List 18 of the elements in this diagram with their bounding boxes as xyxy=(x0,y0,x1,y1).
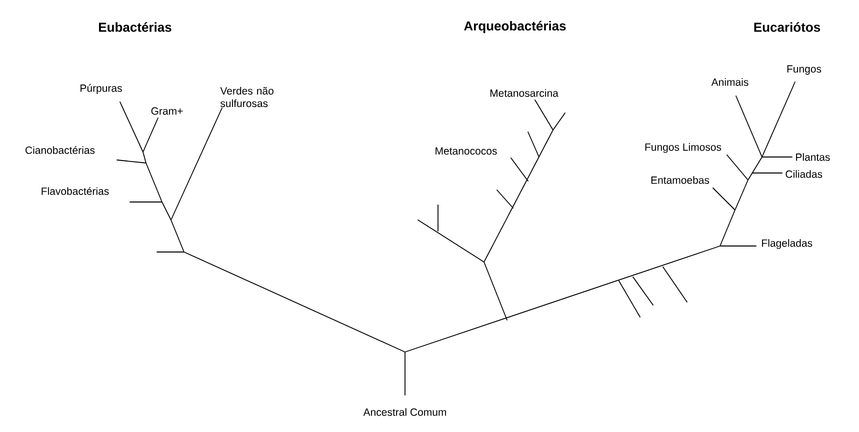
root-label: Ancestral Comum xyxy=(363,408,446,416)
group-heading: Eubactérias xyxy=(99,22,172,32)
taxon-label: Metanococos xyxy=(436,147,497,155)
taxon-label: Fungos Limosos xyxy=(645,143,722,153)
taxon-label: Flavobactérias xyxy=(42,187,109,195)
taxon-label: Metanosarcina xyxy=(490,89,558,97)
taxon-label: Verdes não sulfurosas xyxy=(220,86,274,108)
taxon-label: Flageladas xyxy=(762,239,812,249)
taxon-label: Animais xyxy=(711,78,748,86)
taxon-label: Púrpuras xyxy=(80,84,122,94)
taxon-label: Entamoebas xyxy=(651,176,710,184)
group-heading: Eucariótos xyxy=(754,22,820,32)
taxon-label: Cianobactérias xyxy=(26,146,95,154)
group-heading: Arqueobactérias xyxy=(464,20,566,34)
taxon-label: Ciliadas xyxy=(786,170,822,178)
taxon-label: Plantas xyxy=(796,153,830,161)
taxon-label: Gram+ xyxy=(151,107,183,115)
taxon-label: Fungos xyxy=(787,65,822,75)
